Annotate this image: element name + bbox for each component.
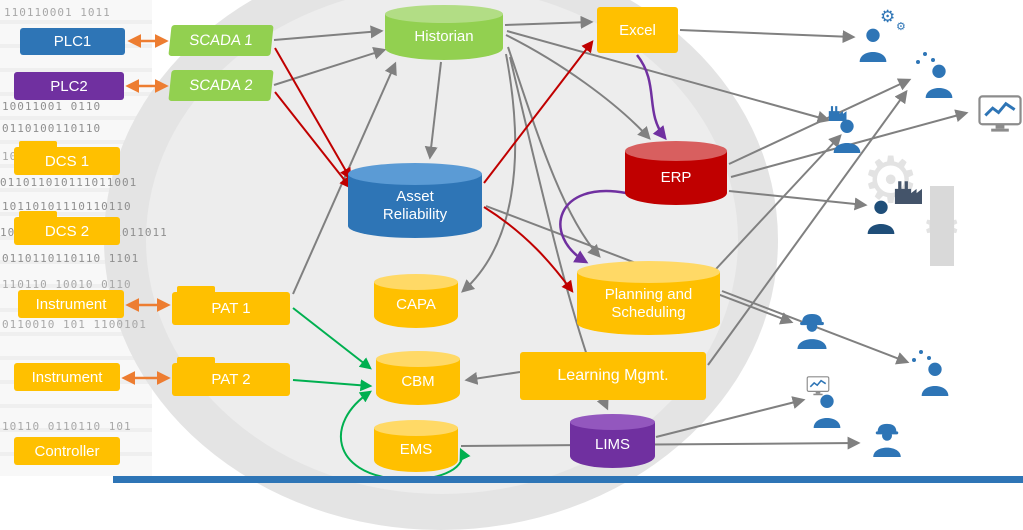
binary-text: 0110100110110	[2, 122, 102, 135]
node-plc1-label: PLC1	[53, 33, 92, 50]
footer-accent-bar	[113, 476, 1023, 483]
node-lims-label: LIMS	[594, 436, 630, 454]
node-scada2-label: SCADA 2	[188, 77, 254, 94]
engineer-gears-user-icon: ⚙ ⚙	[856, 8, 906, 62]
node-ems-label: EMS	[399, 441, 433, 459]
node-capa: CAPA	[374, 274, 458, 328]
node-cbm: CBM	[376, 351, 460, 405]
node-pat2-label: PAT 2	[211, 371, 251, 388]
factory-icon	[892, 178, 926, 204]
node-historian-label: Historian	[414, 28, 474, 46]
node-excel: Excel	[597, 7, 678, 53]
node-dcs1-label: DCS 1	[44, 152, 90, 170]
idea-user-icon	[910, 350, 956, 398]
factory-operator-icon	[866, 178, 928, 238]
node-dcs2: DCS 2	[14, 211, 120, 245]
node-historian: Historian	[385, 5, 503, 60]
node-plc1: PLC1	[20, 28, 125, 55]
person-icon	[920, 362, 950, 396]
binary-text: 10011001 0110	[2, 100, 102, 113]
node-cbm-label: CBM	[401, 373, 435, 391]
node-dcs2-label: DCS 2	[44, 222, 90, 240]
idea-user-icon	[914, 52, 960, 100]
spark-icon	[923, 52, 927, 56]
spark-icon	[916, 60, 920, 64]
monitor-icon	[978, 94, 1022, 134]
worker-icon	[796, 312, 828, 349]
person-icon	[866, 200, 896, 234]
person-icon	[832, 119, 862, 153]
node-capa-label: CAPA	[396, 296, 436, 314]
person-icon	[858, 28, 888, 62]
worker-hardhat-icon	[796, 312, 830, 350]
node-scada1: SCADA 1	[168, 25, 274, 56]
node-asset-reliability-label: Asset Reliability	[382, 188, 448, 223]
node-dcs1: DCS 1	[14, 141, 120, 175]
analyst-chart-user-icon	[806, 376, 854, 428]
person-icon	[812, 394, 842, 428]
binary-text: 110110001 1011	[4, 6, 111, 19]
node-pat1: PAT 1	[172, 286, 290, 325]
worker-icon	[872, 422, 902, 457]
node-planning-label: Planning and Scheduling	[604, 285, 693, 321]
node-asset-reliability: Asset Reliability	[348, 163, 482, 238]
binary-text: 0110110110110 1101	[2, 252, 140, 265]
node-learning: Learning Mgmt.	[520, 352, 706, 400]
monitor-icon	[806, 376, 830, 396]
spark-icon	[927, 356, 931, 360]
gear-icon: ⚙	[896, 21, 906, 33]
node-erp-label: ERP	[660, 169, 692, 187]
node-scada2: SCADA 2	[168, 70, 274, 101]
node-controller-label: Controller	[34, 442, 100, 460]
worker-hardhat-icon	[872, 422, 906, 460]
node-planning: Planning and Scheduling	[577, 261, 720, 335]
background-panel	[930, 186, 954, 266]
node-excel-label: Excel	[619, 21, 656, 39]
spark-icon	[912, 358, 916, 362]
chart-monitor-icon	[978, 94, 1022, 136]
node-erp: ERP	[625, 141, 727, 205]
node-instrument1: Instrument	[18, 290, 124, 318]
node-controller: Controller	[14, 437, 120, 465]
binary-text: 0110010 101 1100101	[2, 318, 147, 331]
binary-text: 110110 10010 0110	[2, 278, 132, 291]
node-instrument1-label: Instrument	[35, 295, 107, 313]
binary-text: 10110101110110110	[2, 200, 132, 213]
node-pat2: PAT 2	[172, 357, 290, 396]
node-plc2: PLC2	[14, 72, 124, 100]
node-pat1-label: PAT 1	[211, 300, 251, 317]
arrow-excel-user	[679, 29, 856, 44]
factory-user-icon	[824, 104, 872, 154]
node-scada1-label: SCADA 1	[188, 32, 254, 49]
node-ems: EMS	[374, 420, 458, 472]
node-plc2-label: PLC2	[50, 77, 88, 95]
node-learning-label: Learning Mgmt.	[557, 367, 669, 384]
person-icon	[924, 64, 954, 98]
node-instrument2-label: Instrument	[31, 368, 103, 386]
node-instrument2: Instrument	[14, 363, 120, 391]
binary-text: 011011010111011001	[0, 176, 138, 189]
node-lims: LIMS	[570, 414, 655, 468]
gear-icon: ⚙	[880, 7, 896, 26]
binary-text: 10110 0110110 101	[2, 420, 132, 433]
spark-icon	[931, 58, 935, 62]
spark-icon	[919, 350, 923, 354]
